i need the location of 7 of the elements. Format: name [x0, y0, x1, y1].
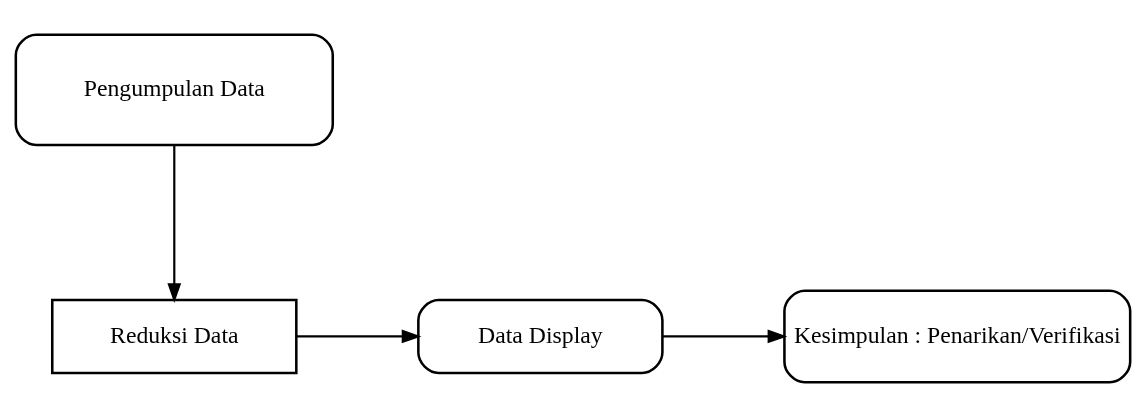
node-box: Pengumpulan Data — [14, 33, 335, 146]
arrow — [296, 329, 422, 343]
node-box: Kesimpulan : Penarikan/Verifikasi — [783, 288, 1132, 383]
arrow — [662, 329, 788, 343]
node-box: Reduksi Data — [51, 298, 298, 374]
arrow — [167, 144, 182, 303]
node-box: Data Display — [417, 298, 664, 374]
